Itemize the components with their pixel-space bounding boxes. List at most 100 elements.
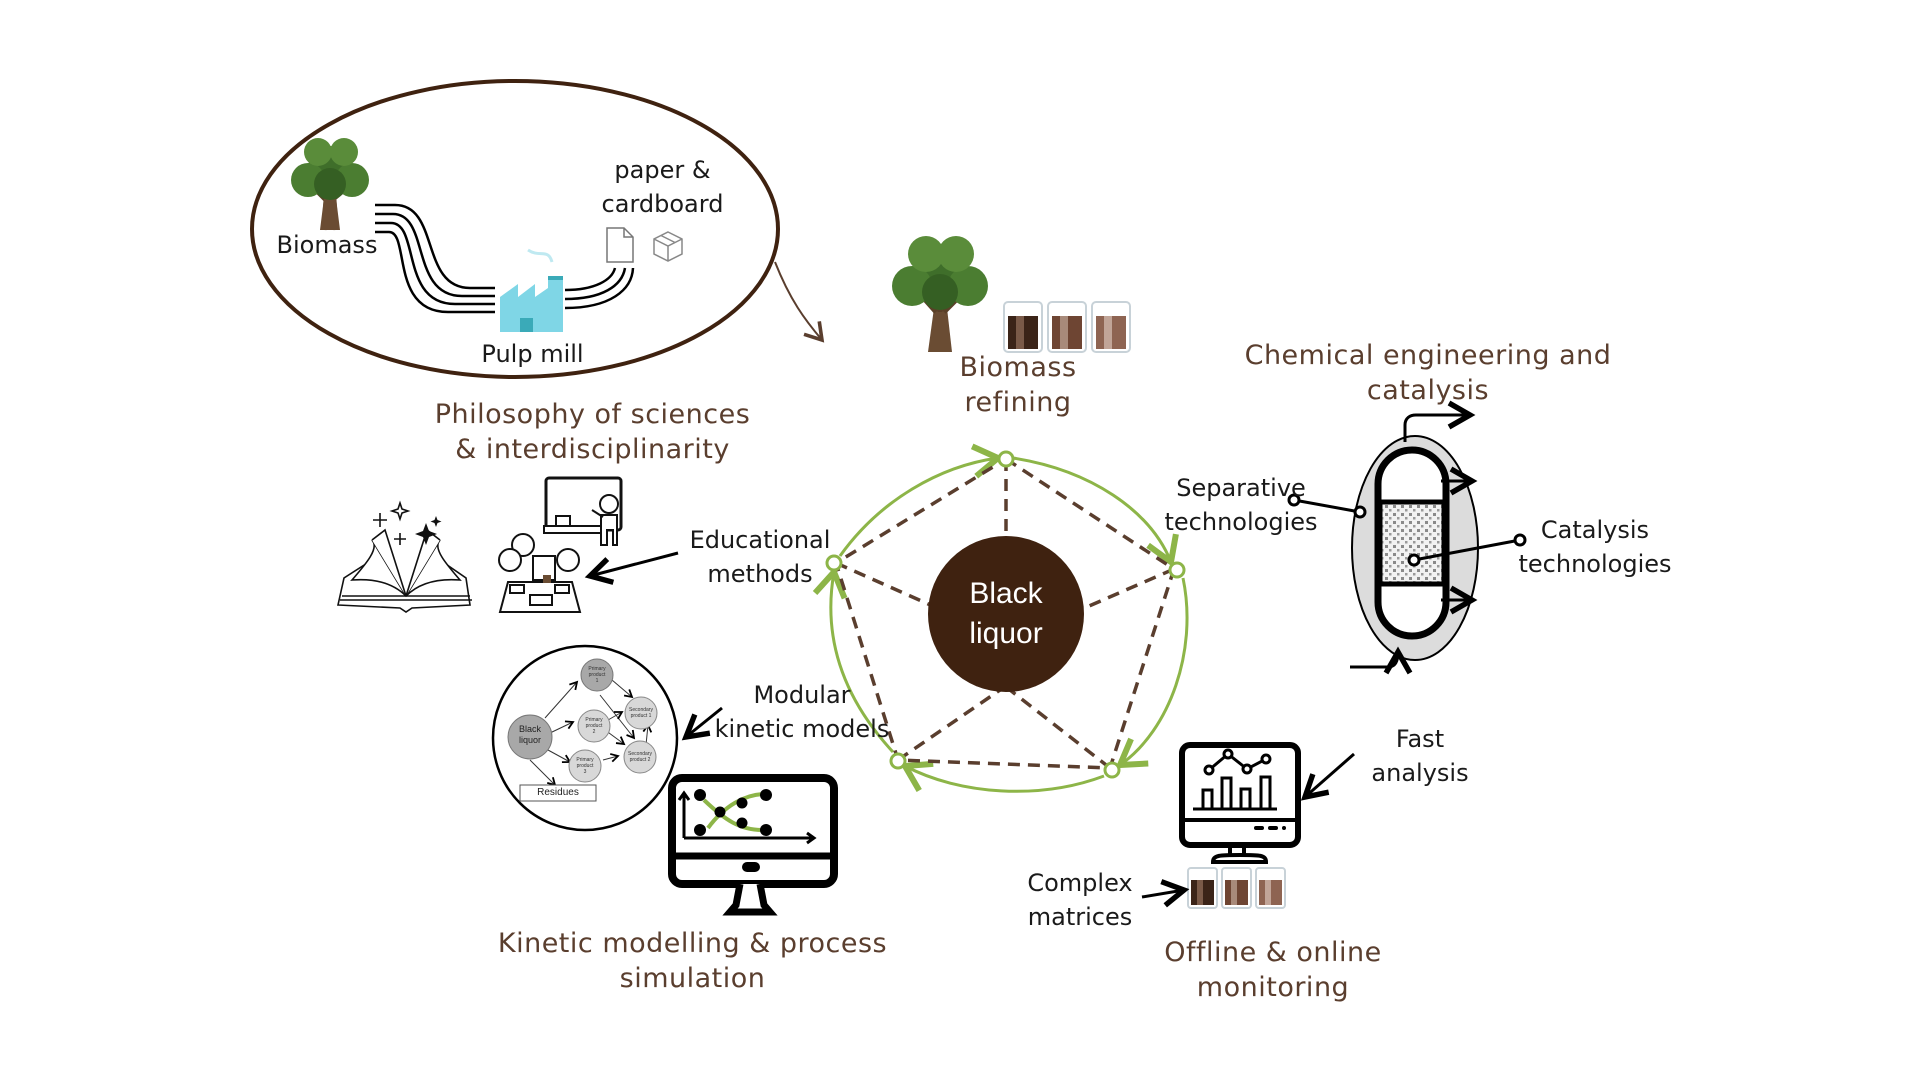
complex-matrices-label: Complex matrices — [1020, 866, 1140, 934]
theme-chemical-engineering[interactable]: Chemical engineering and catalysis — [1230, 338, 1626, 408]
black-liquor-line1: Black — [969, 577, 1043, 610]
theme-monitoring[interactable]: Offline & online monitoring — [1130, 935, 1416, 1005]
educational-line2: methods — [707, 560, 813, 588]
catalysis-technologies-label: Catalysis technologies — [1505, 513, 1685, 581]
node-chemical-engineering[interactable] — [1168, 561, 1186, 579]
cycle-arc-bottom — [899, 760, 1105, 793]
cycle-arc-left — [812, 566, 895, 754]
beaker-icon — [1047, 301, 1087, 353]
dashed-spoke-bottom-left — [897, 688, 1001, 762]
complex-matrices-arrow — [1141, 879, 1190, 908]
theme-monitoring-line1: Offline & online — [1164, 937, 1382, 968]
theme-kinetic-modelling[interactable]: Kinetic modelling & process simulation — [480, 926, 905, 996]
theme-kinetic-line1: Kinetic modelling & process — [497, 928, 888, 959]
node-biomass-refining[interactable] — [997, 450, 1015, 468]
node-kinetic-modelling[interactable] — [889, 752, 907, 770]
open-book-icon — [337, 500, 472, 613]
black-liquor-label: Black liquor — [930, 574, 1082, 654]
modular-line2: kinetic models — [714, 715, 890, 743]
paper-cardboard-label: paper & cardboard — [580, 153, 745, 221]
dashed-spoke-right — [1079, 567, 1175, 612]
theme-biomass-refining[interactable]: Biomass refining — [900, 350, 1136, 420]
kinetic-node-black-liquor — [507, 714, 553, 760]
kn-p1-1: Primary — [588, 666, 606, 672]
theme-philosophy[interactable]: Philosophy of sciences & interdisciplina… — [415, 397, 770, 467]
theme-philosophy-line2: & interdisciplinarity — [455, 434, 730, 465]
kn-p1-3: 1 — [595, 678, 599, 684]
kn-p2-3: 2 — [592, 729, 596, 735]
kn-s2-1: Secondary — [628, 751, 652, 757]
kinetic-node-primary-1 — [580, 658, 614, 692]
theme-biomass-line2: refining — [964, 387, 1072, 418]
kinetic-label-black-liquor: Black liquor — [508, 724, 552, 746]
theme-chemeng-line2: catalysis — [1366, 375, 1490, 406]
black-liquor-circle[interactable] — [928, 536, 1084, 692]
monitor-chart-icon — [668, 774, 838, 916]
cycle-arc-right-bottom — [1115, 577, 1189, 769]
kn-p3-3: 3 — [583, 769, 587, 775]
kn-p3-2: product — [576, 763, 594, 769]
kinetic-label-primary-1: Primary product 1 — [581, 666, 613, 684]
kn-p3-1: Primary — [576, 757, 594, 763]
node-philosophy[interactable] — [825, 554, 843, 572]
kn-bl-2: liquor — [518, 735, 541, 745]
educational-arrow — [584, 551, 679, 585]
kinetic-residues-box — [519, 784, 597, 802]
panel-arrow — [774, 261, 825, 343]
box-icon — [653, 231, 683, 262]
kinetic-network-diagram — [491, 644, 679, 832]
beaker-icon — [1003, 301, 1043, 353]
complex-line2: matrices — [1027, 903, 1133, 931]
classroom-icon — [498, 476, 623, 613]
biomass-source-label: Biomass — [276, 231, 378, 259]
complex-line1: Complex — [1027, 869, 1133, 897]
fast-line2: analysis — [1371, 759, 1469, 787]
modular-arrow — [681, 706, 723, 741]
kn-p2-2: product — [585, 723, 603, 729]
pulp-mill-panel — [250, 79, 825, 379]
paper-label-line2: cardboard — [601, 190, 724, 218]
dashed-spoke-left — [835, 561, 936, 609]
educational-line1: Educational — [689, 526, 831, 554]
cycle-diagram — [812, 443, 1189, 793]
educational-methods-label: Educational methods — [680, 523, 840, 591]
kinetic-label-secondary-2: Secondary product 2 — [624, 751, 656, 763]
kinetic-node-primary-2 — [577, 709, 611, 743]
modular-kinetic-models-label: Modular kinetic models — [712, 678, 892, 746]
dashed-pentagon — [833, 456, 1177, 770]
flow-lines — [375, 203, 635, 314]
kinetic-label-primary-3: Primary product 3 — [569, 757, 601, 775]
theme-biomass-line1: Biomass — [959, 352, 1077, 383]
beaker-icon — [1221, 867, 1252, 909]
kinetic-node-secondary-2 — [623, 740, 657, 774]
theme-monitoring-line2: monitoring — [1196, 972, 1350, 1003]
fast-analysis-arrow — [1300, 752, 1355, 801]
kinetic-label-secondary-1: Secondary product 1 — [625, 707, 657, 719]
separative-technologies-label: Separative technologies — [1150, 471, 1332, 539]
beaker-icon — [1255, 867, 1286, 909]
separative-line2: technologies — [1164, 508, 1318, 536]
cycle-arc-top-right — [1012, 456, 1179, 568]
separative-line1: Separative — [1176, 474, 1306, 502]
node-monitoring[interactable] — [1103, 761, 1121, 779]
theme-kinetic-line2: simulation — [619, 963, 766, 994]
monitor-analytics-icon — [1179, 742, 1301, 864]
kn-p2-1: Primary — [585, 717, 603, 723]
fast-analysis-label: Fast analysis — [1355, 722, 1485, 790]
catalysis-line2: technologies — [1518, 550, 1672, 578]
kinetic-node-secondary-1 — [624, 696, 658, 730]
fast-line1: Fast — [1395, 725, 1445, 753]
black-liquor-line2: liquor — [969, 617, 1043, 650]
tree-icon — [291, 138, 369, 231]
beaker-icon — [1187, 867, 1218, 909]
kn-s1-1: Secondary — [629, 707, 653, 713]
catalysis-line1: Catalysis — [1540, 516, 1650, 544]
cycle-arc-top-left — [838, 443, 1004, 557]
kn-s1-2: product 1 — [630, 713, 652, 719]
pulp-mill-label: Pulp mill — [481, 340, 584, 368]
beaker-icon — [1091, 301, 1131, 353]
theme-philosophy-line1: Philosophy of sciences — [434, 399, 751, 430]
biomass-refining-icons — [892, 236, 1131, 353]
reactor-icon — [1287, 400, 1527, 675]
